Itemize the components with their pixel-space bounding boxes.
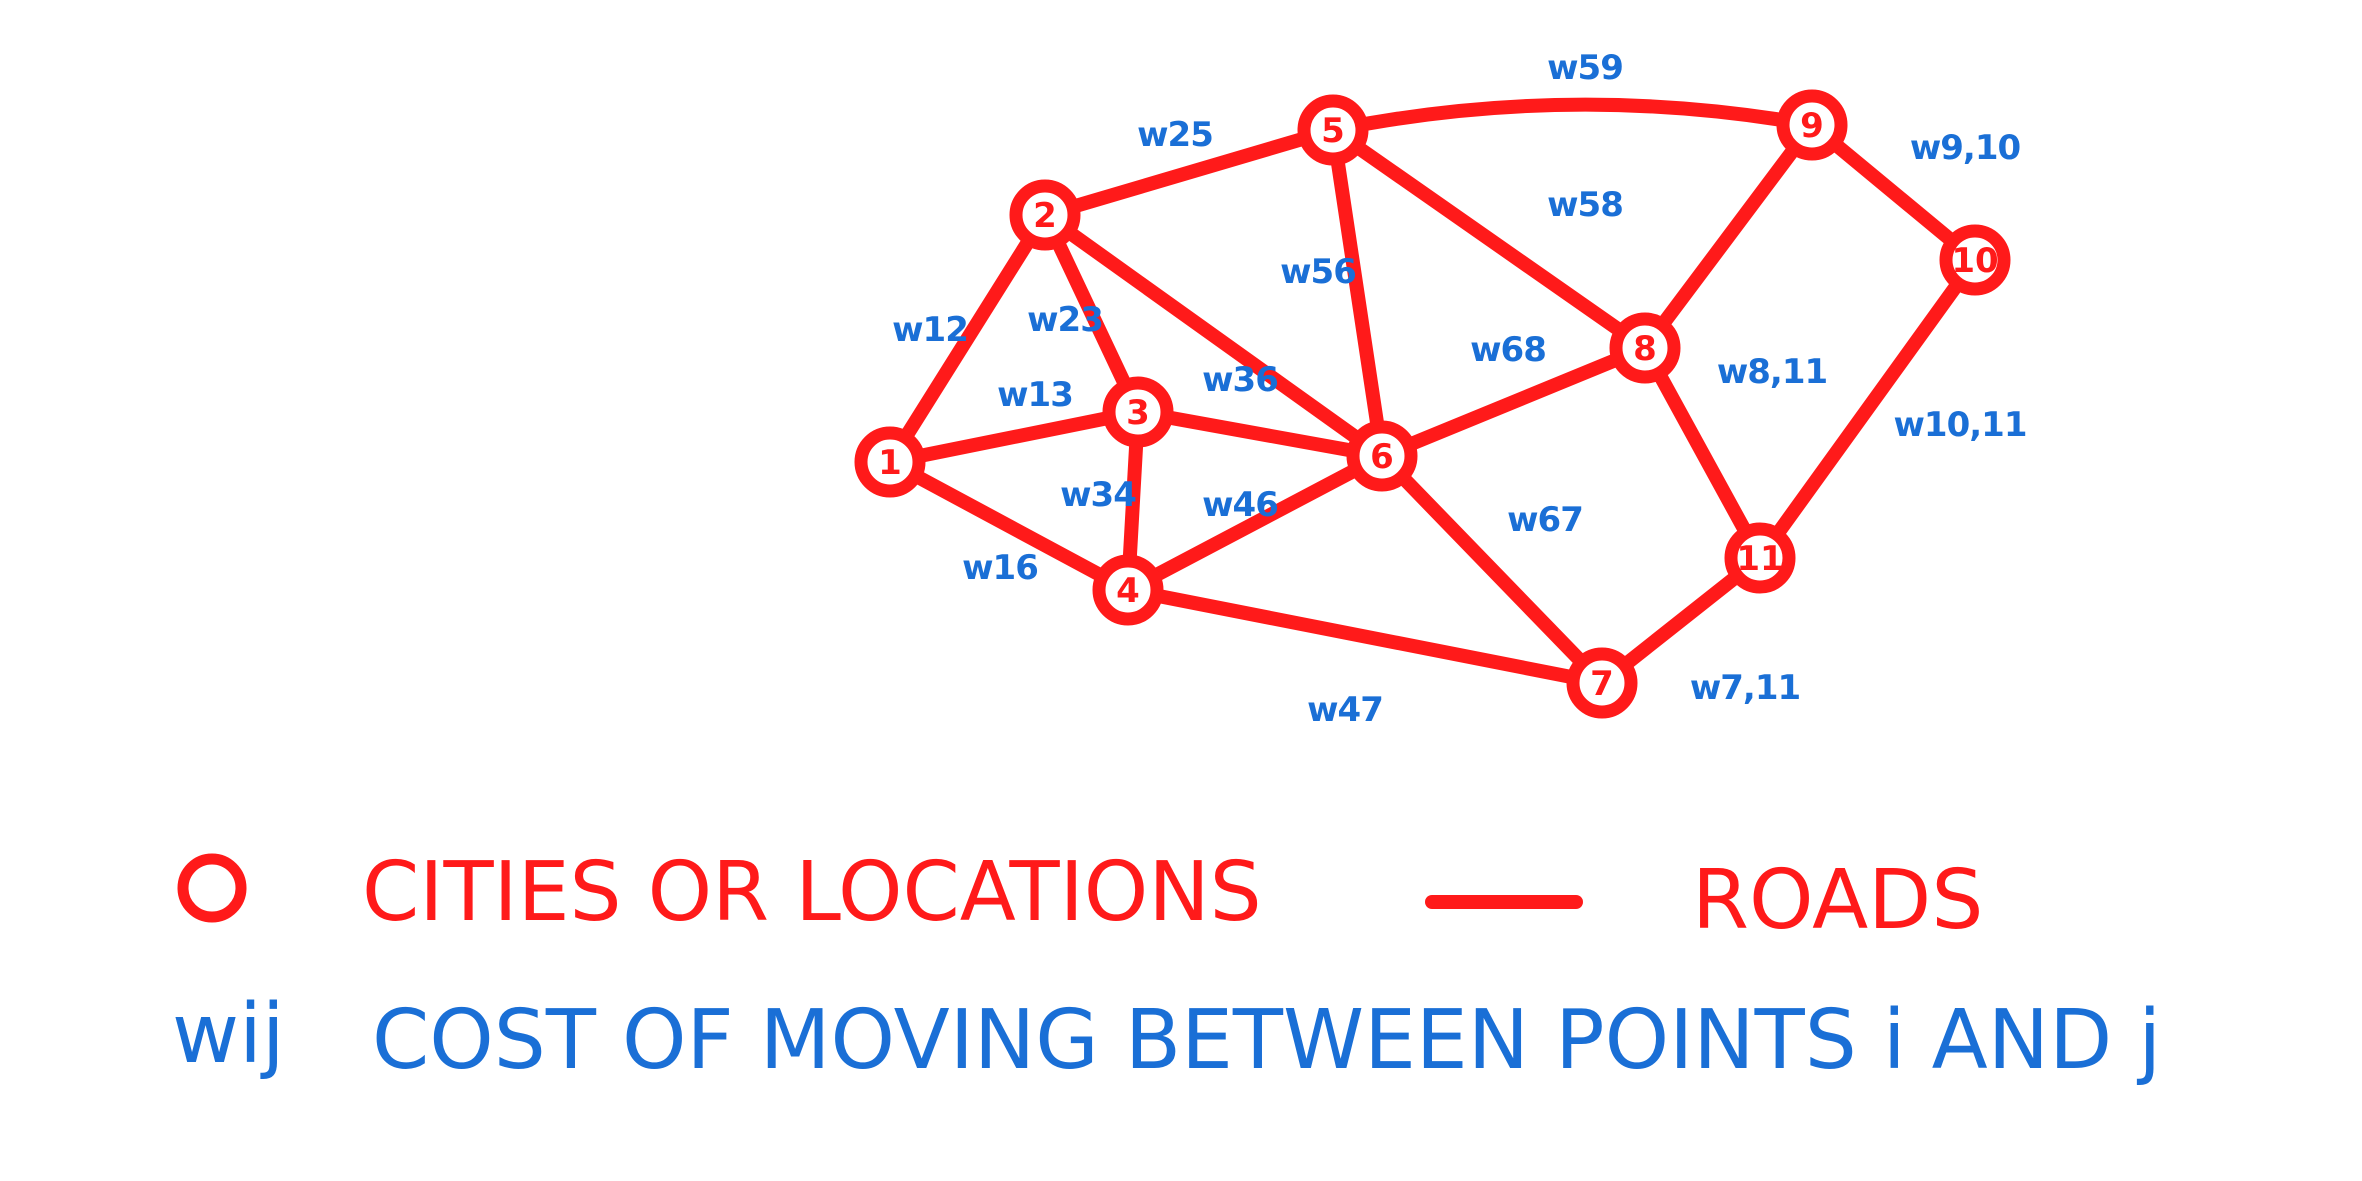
city-node-10: 10 [1939, 224, 2011, 296]
cost-label-1-3: w13 [997, 375, 1073, 415]
cost-legend-text: COST OF MOVING BETWEEN POINTS i AND j [372, 993, 2161, 1088]
road-4-6 [1121, 449, 1389, 597]
city-node-8: 8 [1609, 312, 1681, 384]
cost-label-3-6: w36 [1202, 360, 1278, 400]
city-circle [1566, 647, 1638, 719]
cost-label-2-5: w25 [1137, 115, 1213, 155]
cost-labels-layer: w12 w13 w16 w23 w25 w34 w36 w46 w47 w56 w58 w59 w68 w… [892, 48, 2027, 730]
cost-label-5-9: w59 [1547, 48, 1623, 88]
city-label: 6 [1370, 437, 1394, 477]
city-legend-icon [177, 853, 247, 923]
cost-label-5-8: w58 [1547, 185, 1623, 225]
road-2-3 [1038, 208, 1145, 419]
city-node-2: 2 [1009, 179, 1081, 251]
road-8-9 [1638, 118, 1819, 355]
cost-symbol: wij [172, 987, 285, 1082]
city-circle [1297, 94, 1369, 166]
city-node-11: 11 [1724, 522, 1796, 594]
city-circle [1776, 89, 1848, 161]
road-6-8 [1375, 341, 1652, 463]
cost-label-3-4: w34 [1060, 475, 1136, 515]
city-node-1: 1 [854, 426, 926, 498]
cost-label-2-3: w23 [1027, 300, 1103, 340]
city-node-9: 9 [1776, 89, 1848, 161]
cost-label-10-11: w10,11 [1894, 405, 2027, 445]
cost-label-7-11: w7,11 [1690, 668, 1800, 708]
cost-label-1-4: w16 [962, 548, 1038, 588]
road-5-9 [1326, 97, 1819, 137]
city-circle [1092, 554, 1164, 626]
road-10-11 [1753, 253, 1982, 565]
city-circle [1346, 420, 1418, 492]
road-1-2 [883, 208, 1052, 469]
cost-label-1-2: w12 [892, 310, 968, 350]
roads-layer [883, 97, 1982, 690]
city-circle [1724, 522, 1796, 594]
roads-legend-text: ROADS [1692, 853, 1983, 948]
cost-label-6-7: w67 [1507, 500, 1583, 540]
city-node-7: 7 [1566, 647, 1638, 719]
legend: CITIES OR LOCATIONS ROADS wij COST OF MO… [172, 845, 2161, 1088]
cost-label-4-7: w47 [1307, 690, 1383, 730]
city-circle [1609, 312, 1681, 384]
city-node-3: 3 [1102, 376, 1174, 448]
cost-label-8-11: w8,11 [1717, 352, 1827, 392]
city-label: 11 [1736, 539, 1783, 579]
road-1-4 [883, 455, 1135, 597]
city-node-6: 6 [1346, 420, 1418, 492]
cost-label-5-6: w56 [1280, 252, 1356, 292]
city-node-4: 4 [1092, 554, 1164, 626]
road-3-6 [1131, 405, 1389, 463]
road-5-8 [1326, 123, 1652, 355]
city-label: 4 [1116, 571, 1140, 611]
road-8-11 [1638, 341, 1767, 565]
city-label: 10 [1951, 241, 1998, 281]
city-label: 5 [1321, 111, 1345, 151]
city-label: 7 [1590, 664, 1614, 704]
cost-label-9-10: w9,10 [1910, 128, 2021, 168]
city-label: 3 [1126, 393, 1150, 433]
city-circle [854, 426, 926, 498]
city-circle [1009, 179, 1081, 251]
city-circle [1939, 224, 2011, 296]
city-label: 9 [1800, 106, 1824, 146]
city-label: 1 [878, 443, 902, 483]
city-node-5: 5 [1297, 94, 1369, 166]
road-5-6 [1326, 123, 1389, 463]
cost-label-4-6: w46 [1202, 485, 1278, 525]
cities-layer: 1 2 3 4 5 6 7 8 9 10 11 [854, 89, 2011, 719]
cities-legend-text: CITIES OR LOCATIONS [362, 845, 1262, 940]
city-label: 8 [1633, 329, 1657, 369]
road-2-5 [1038, 123, 1340, 222]
city-circle [1102, 376, 1174, 448]
city-label: 2 [1033, 196, 1057, 236]
cost-label-6-8: w68 [1470, 330, 1546, 370]
road-6-7 [1375, 449, 1609, 690]
road-2-6 [1038, 208, 1389, 463]
road-4-7 [1121, 583, 1609, 690]
road-1-3 [883, 405, 1145, 469]
